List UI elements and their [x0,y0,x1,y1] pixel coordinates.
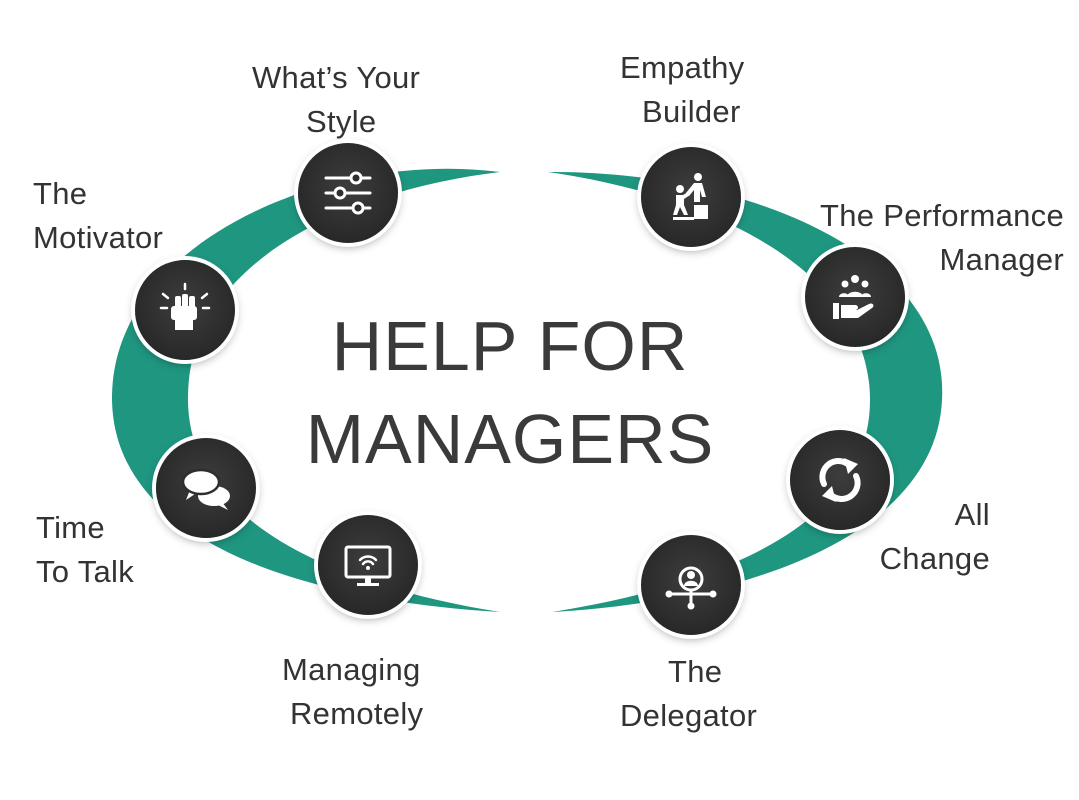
delegator-node[interactable] [641,535,741,635]
whats-your-style-node[interactable] [298,143,398,243]
wifi-monitor-icon [344,545,392,586]
whats-your-style-label: What’s Your Style [252,60,421,139]
title-line-1: HELP FOR [331,307,689,385]
motivator-node[interactable] [135,260,235,360]
performance-manager-label: The Performance Manager [820,198,1064,277]
empathy-builder-node[interactable] [641,147,741,247]
all-change-node[interactable] [790,430,890,530]
time-to-talk-node[interactable] [156,438,256,538]
center-title: HELP FOR MANAGERS [260,300,760,486]
all-change-label: All Change [879,497,990,576]
time-to-talk-label: Time To Talk [36,510,135,589]
empathy-builder-label: Empathy Builder [620,50,745,129]
managing-remotely-label: Managing Remotely [282,652,424,731]
managing-remotely-node[interactable] [318,515,418,615]
refresh-arrows-icon [819,458,861,502]
delegator-label: The Delegator [620,654,758,733]
motivator-label: The Motivator [33,176,164,255]
title-line-2: MANAGERS [305,400,715,478]
speech-bubbles-icon [181,468,230,510]
hand-people-icon [833,275,874,319]
network-person-icon [665,566,717,610]
raised-fist-icon [159,282,211,330]
sliders-icon [324,171,372,215]
performance-manager-node[interactable] [805,247,905,347]
helping-hand-people-icon [673,173,708,220]
